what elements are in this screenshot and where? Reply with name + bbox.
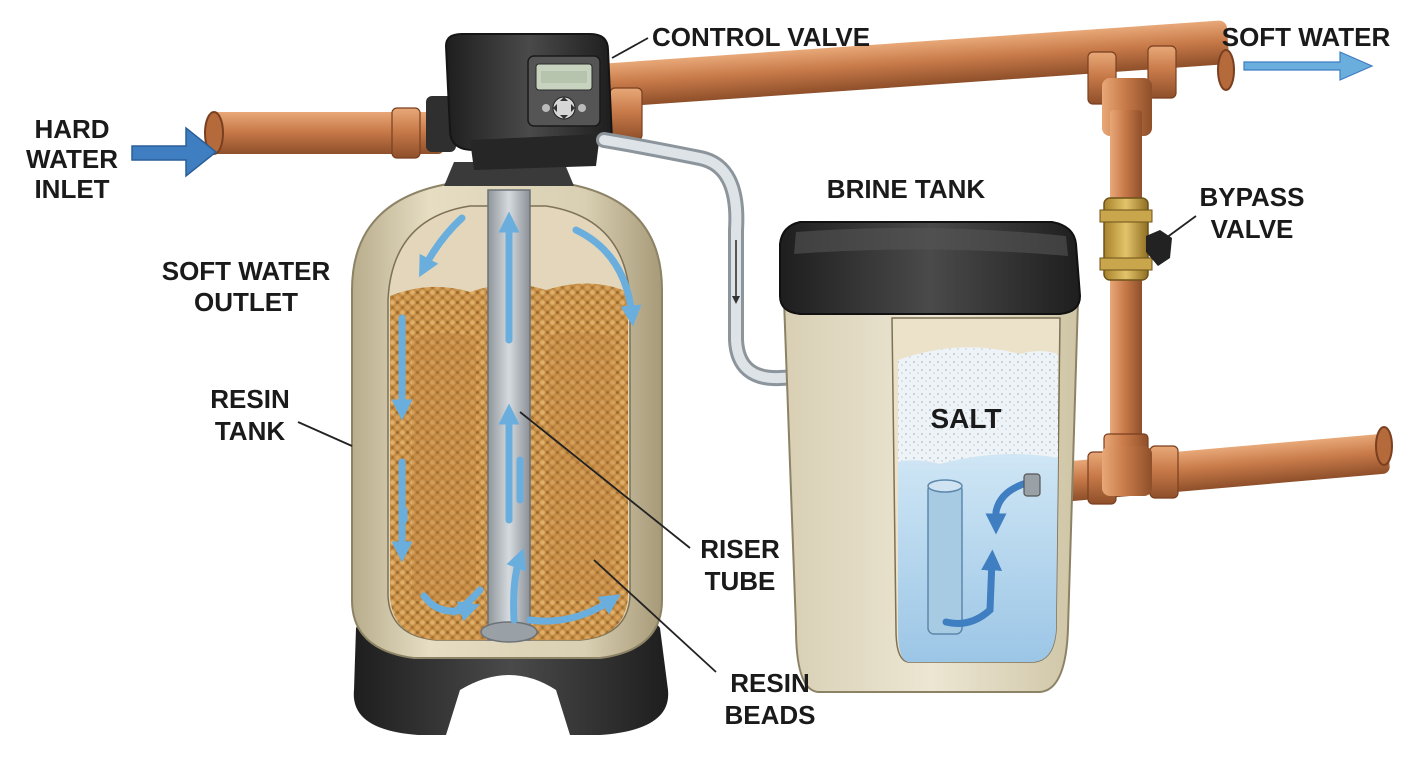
label-control-valve: CONTROL VALVE xyxy=(652,22,870,52)
bypass-valve-handle xyxy=(1146,230,1172,266)
label-soft-water: SOFT WATER xyxy=(1222,22,1391,52)
label-hard-water-inlet-1: HARD xyxy=(34,114,109,144)
resin-tank xyxy=(351,162,669,735)
label-riser-tube-1: RISER xyxy=(700,534,780,564)
labels: HARD WATER INLET CONTROL VALVE SOFT WATE… xyxy=(26,22,1390,730)
leader-lines xyxy=(297,37,1197,673)
inlet-pipe xyxy=(212,112,444,154)
soft-water-arrow xyxy=(1243,51,1374,81)
label-hard-water-inlet-2: WATER xyxy=(26,144,118,174)
label-bypass-valve-2: VALVE xyxy=(1211,214,1294,244)
label-riser-tube-2: TUBE xyxy=(705,566,776,596)
label-soft-water-outlet-1: SOFT WATER xyxy=(162,256,331,286)
brine-well xyxy=(927,483,963,635)
salt-layer xyxy=(898,347,1058,464)
label-salt: SALT xyxy=(930,403,1001,434)
brine-tank xyxy=(779,221,1082,693)
bypass-valve xyxy=(1099,197,1172,281)
inlet-arrow xyxy=(131,126,218,178)
label-bypass-valve-1: BYPASS xyxy=(1200,182,1305,212)
control-valve xyxy=(426,33,614,170)
label-resin-beads-2: BEADS xyxy=(724,700,815,730)
label-resin-tank-2: TANK xyxy=(215,416,286,446)
flow-arrows xyxy=(391,211,642,625)
label-brine-tank: BRINE TANK xyxy=(827,174,986,204)
label-resin-beads-1: RESIN xyxy=(730,668,809,698)
bypass-pipe xyxy=(1110,110,1142,480)
label-soft-water-outlet-2: OUTLET xyxy=(194,287,298,317)
label-resin-tank-1: RESIN xyxy=(210,384,289,414)
soft-water-pipe xyxy=(598,20,1229,108)
label-hard-water-inlet-3: INLET xyxy=(34,174,109,204)
